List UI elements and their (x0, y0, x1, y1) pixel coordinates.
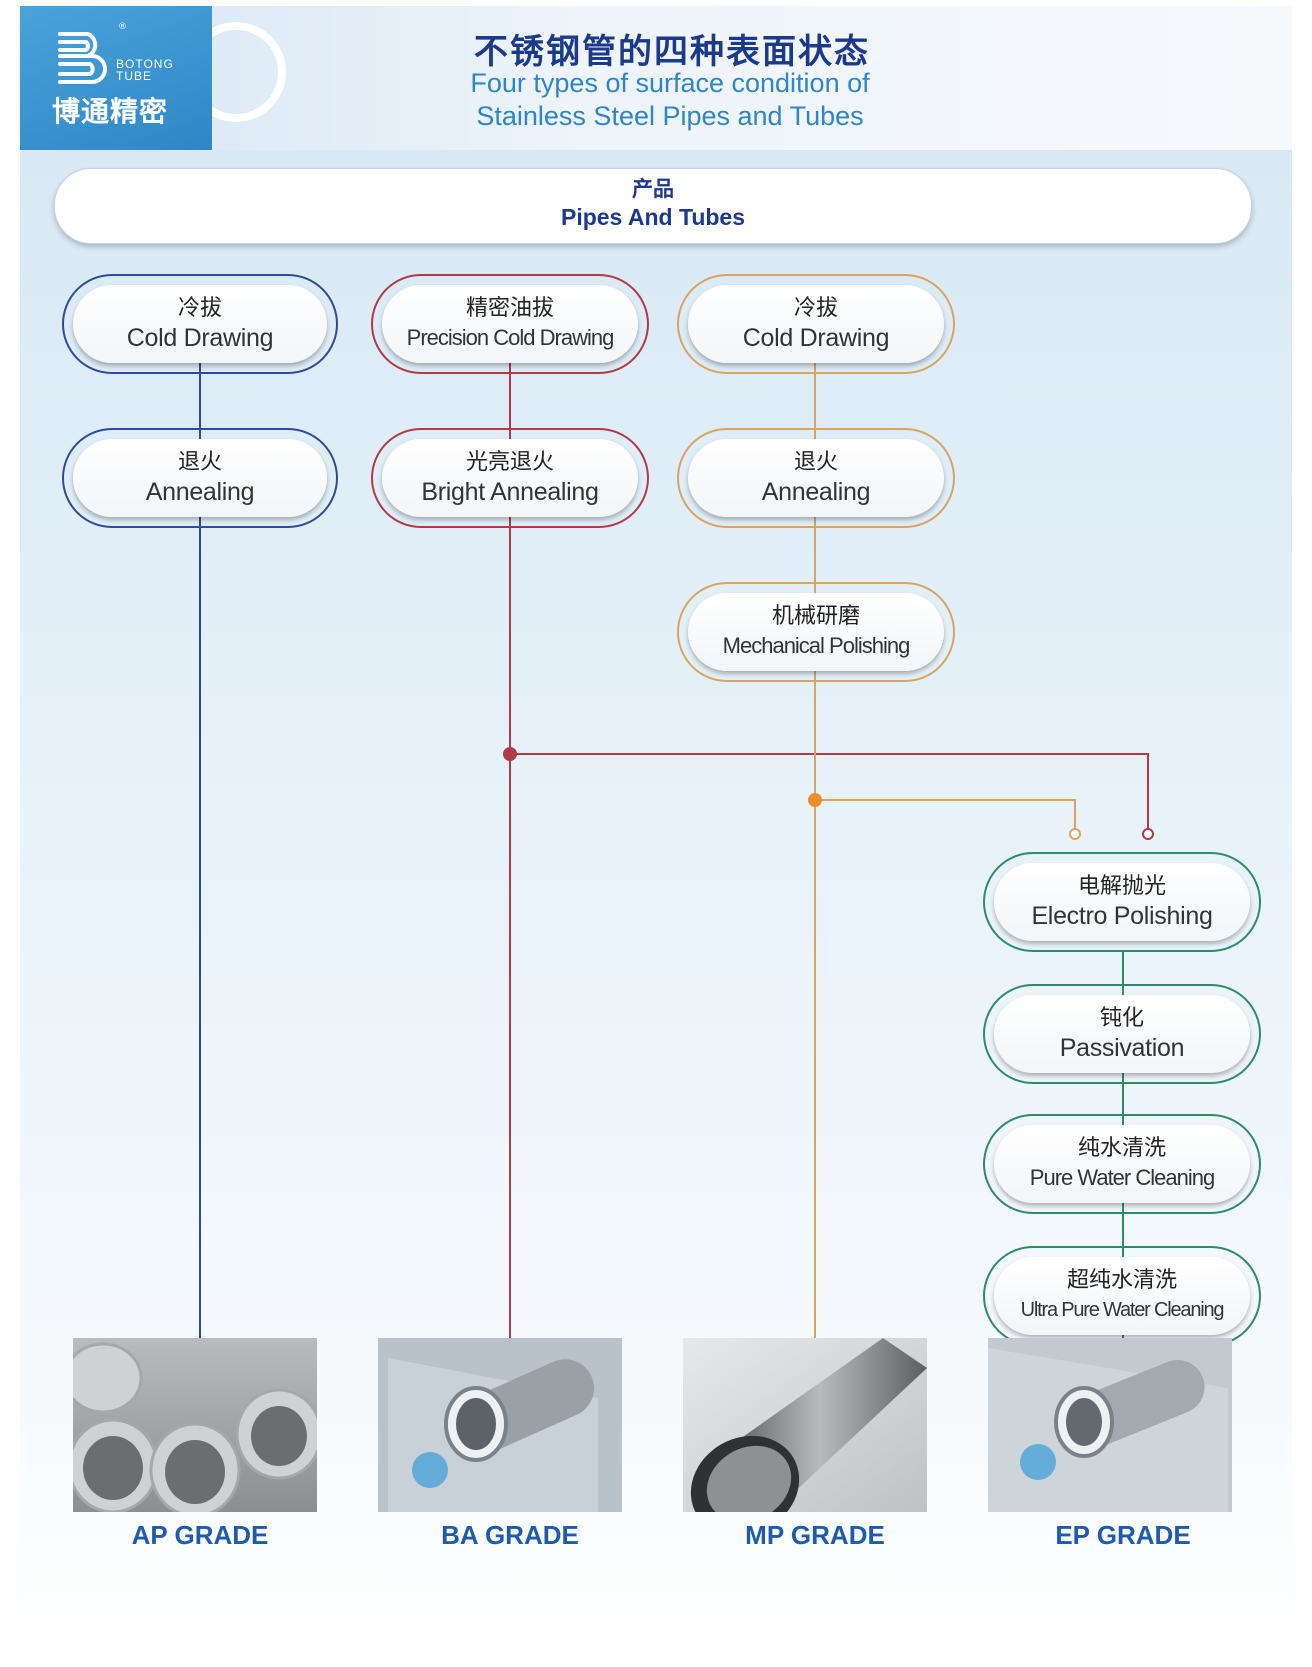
node-label-en: Precision Cold Drawing (406, 325, 615, 350)
product-label-cn: 产品 (632, 177, 674, 201)
node-label-en: Electro Polishing (1031, 902, 1213, 930)
product-label-en: Pipes And Tubes (560, 204, 746, 230)
product-node: 产品 Pipes And Tubes (54, 168, 1252, 244)
node-label-en: Annealing (145, 478, 255, 506)
node-pill: 电解抛光 Electro Polishing (994, 863, 1250, 941)
botong-logo-icon (58, 32, 107, 84)
logo-en-line1: BOTONG (116, 57, 174, 71)
page-title-en-line1: Four types of surface condition of (470, 68, 870, 98)
logo-cn: 博通精密 (52, 95, 169, 128)
node-label-en: Bright Annealing (421, 478, 599, 506)
mp-grade-label: MP GRADE (745, 1520, 885, 1550)
node-label-cn: 冷拔 (793, 296, 838, 321)
mp-to-ep-end-dot (1069, 828, 1081, 840)
mp-cold-drawing-node: 冷拔 Cold Drawing (677, 274, 955, 374)
node-pill: 光亮退火 Bright Annealing (382, 439, 638, 517)
node-pill: 超纯水清洗 Ultra Pure Water Cleaning (994, 1257, 1250, 1335)
node-label-en: Annealing (761, 478, 871, 506)
ap-annealing-node: 退火 Annealing (62, 428, 338, 528)
logo-registered-mark: ® (118, 22, 127, 32)
logo-en-line2: TUBE (116, 69, 153, 83)
page-title-en-line2: Stainless Steel Pipes and Tubes (476, 101, 864, 131)
node-pill: 退火 Annealing (73, 439, 327, 517)
node-label-cn: 光亮退火 (465, 450, 554, 475)
ba-branch-connector (510, 753, 1149, 834)
node-label-en: Pure Water Cleaning (1029, 1165, 1215, 1190)
ba-grade-label: BA GRADE (441, 1520, 579, 1550)
node-label-cn: 钝化 (1099, 1006, 1144, 1031)
ep-electro-polishing-node: 电解抛光 Electro Polishing (983, 852, 1261, 952)
node-label-cn: 退火 (793, 450, 838, 475)
mp-branch-connector (815, 799, 1076, 834)
node-label-en: Cold Drawing (742, 324, 890, 352)
mp-junction-dot (808, 793, 822, 807)
node-pill: 钝化 Passivation (994, 995, 1250, 1073)
ep-passivation-node: 钝化 Passivation (983, 984, 1261, 1084)
ep-grade-label: EP GRADE (1055, 1520, 1191, 1550)
node-label-cn: 机械研磨 (771, 604, 860, 629)
node-label-cn: 冷拔 (177, 296, 222, 321)
ba-grade-photo (378, 1338, 622, 1512)
node-label-en: Ultra Pure Water Cleaning (1020, 1299, 1225, 1321)
node-pill: 冷拔 Cold Drawing (73, 285, 327, 363)
node-label-en: Passivation (1059, 1034, 1185, 1062)
ep-ultra-pure-water-cleaning-node: 超纯水清洗 Ultra Pure Water Cleaning (983, 1246, 1261, 1346)
node-label-cn: 超纯水清洗 (1066, 1268, 1177, 1293)
mp-mechanical-polishing-node: 机械研磨 Mechanical Polishing (677, 582, 955, 682)
page-title-cn: 不锈钢管的四种表面状态 (474, 32, 870, 72)
ba-to-ep-end-dot (1142, 828, 1154, 840)
node-pill: 冷拔 Cold Drawing (688, 285, 944, 363)
ep-pure-water-cleaning-node: 纯水清洗 Pure Water Cleaning (983, 1114, 1261, 1214)
node-pill: 纯水清洗 Pure Water Cleaning (994, 1125, 1250, 1203)
ep-grade-photo (988, 1338, 1232, 1512)
node-pill: 退火 Annealing (688, 439, 944, 517)
mp-grade-photo (683, 1338, 927, 1512)
node-pill: 机械研磨 Mechanical Polishing (688, 593, 944, 671)
ap-grade-label: AP GRADE (131, 1520, 269, 1550)
ba-junction-dot (503, 747, 517, 761)
node-label-cn: 纯水清洗 (1077, 1136, 1166, 1161)
node-pill: 精密油拔 Precision Cold Drawing (382, 285, 638, 363)
ap-grade-photo (73, 1338, 317, 1512)
logo-panel: ® BOTONG TUBE 博通精密 (20, 6, 212, 150)
node-label-cn: 退火 (177, 450, 222, 475)
node-label-cn: 精密油拔 (465, 296, 554, 321)
mp-annealing-node: 退火 Annealing (677, 428, 955, 528)
ba-precision-drawing-node: 精密油拔 Precision Cold Drawing (371, 274, 649, 374)
node-label-en: Cold Drawing (126, 324, 274, 352)
ba-bright-annealing-node: 光亮退火 Bright Annealing (371, 428, 649, 528)
ap-cold-drawing-node: 冷拔 Cold Drawing (62, 274, 338, 374)
node-label-cn: 电解抛光 (1077, 874, 1166, 899)
node-label-en: Mechanical Polishing (722, 633, 911, 658)
logo-ring-decoration (212, 22, 286, 122)
